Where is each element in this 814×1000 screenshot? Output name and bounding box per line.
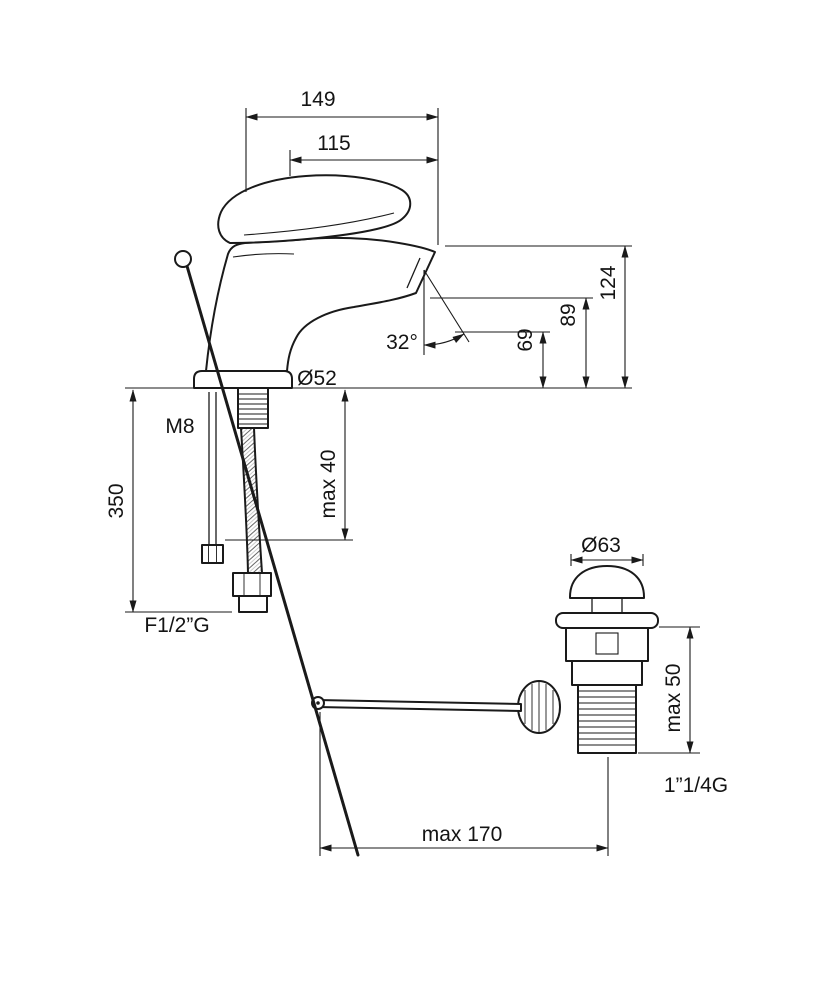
dim-89-label: 89 bbox=[557, 303, 580, 326]
drain-diameter-label: Ø63 bbox=[581, 534, 621, 557]
dimension-124: 124 bbox=[597, 245, 629, 389]
mounting-stud bbox=[201, 392, 224, 564]
stream-line bbox=[423, 269, 470, 343]
extension-lines bbox=[125, 108, 700, 856]
drain-cap bbox=[569, 565, 645, 599]
supply-hose bbox=[240, 427, 263, 574]
faucet bbox=[193, 174, 436, 389]
base-diameter-label: Ø52 bbox=[297, 367, 337, 390]
dimension-149: 149 bbox=[245, 88, 439, 121]
shank-threads bbox=[239, 393, 267, 425]
max50-label: max 50 bbox=[662, 664, 685, 733]
drain-assembly bbox=[311, 565, 659, 754]
angle-arc bbox=[423, 333, 465, 349]
dim-149-label: 149 bbox=[300, 88, 335, 111]
lift-rod bbox=[174, 250, 360, 857]
drain-tailpiece bbox=[577, 684, 637, 754]
handle-detail-line bbox=[243, 212, 395, 236]
dimension-max50: max 50 bbox=[662, 626, 694, 754]
dim-69-label: 69 bbox=[514, 328, 537, 351]
dimension-dia63: Ø63 bbox=[570, 534, 644, 564]
m8-label: M8 bbox=[165, 415, 194, 438]
angle-annotation: 32° bbox=[386, 269, 470, 355]
dimension-350: 350 bbox=[105, 389, 137, 613]
hose-fitting bbox=[232, 572, 272, 613]
drain-thread-label: 1”1/4G bbox=[664, 774, 728, 797]
drain-slot bbox=[595, 632, 619, 655]
lift-rod-knob bbox=[174, 250, 192, 268]
angle-label: 32° bbox=[386, 331, 418, 354]
dimension-max40: max 40 bbox=[317, 389, 349, 541]
dimension-89: 89 bbox=[557, 297, 590, 389]
faucet-base bbox=[193, 370, 293, 389]
cap-seam-line bbox=[232, 253, 295, 258]
aerator-icon bbox=[406, 257, 421, 289]
faucet-body bbox=[205, 236, 436, 372]
dimension-max170: max 170 bbox=[319, 823, 609, 852]
tailpiece-threads bbox=[579, 690, 635, 746]
dimension-115: 115 bbox=[289, 132, 439, 164]
max40-label: max 40 bbox=[317, 450, 340, 519]
rod-clamp-screw bbox=[316, 701, 320, 705]
dim-350-label: 350 bbox=[105, 483, 128, 518]
faucet-handle bbox=[217, 174, 412, 244]
pivot-nut bbox=[517, 680, 561, 734]
under-deck-parts bbox=[201, 387, 272, 613]
drain-flange bbox=[555, 612, 659, 629]
linkage-rod bbox=[316, 699, 522, 712]
max170-label: max 170 bbox=[422, 823, 503, 846]
hose-fitting-label: F1/2”G bbox=[144, 614, 209, 637]
supply-shank bbox=[237, 387, 269, 429]
drain-mid-body bbox=[571, 660, 643, 686]
dimension-69: 69 bbox=[514, 328, 547, 389]
dim-115-label: 115 bbox=[317, 132, 350, 155]
dim-124-label: 124 bbox=[597, 265, 620, 300]
